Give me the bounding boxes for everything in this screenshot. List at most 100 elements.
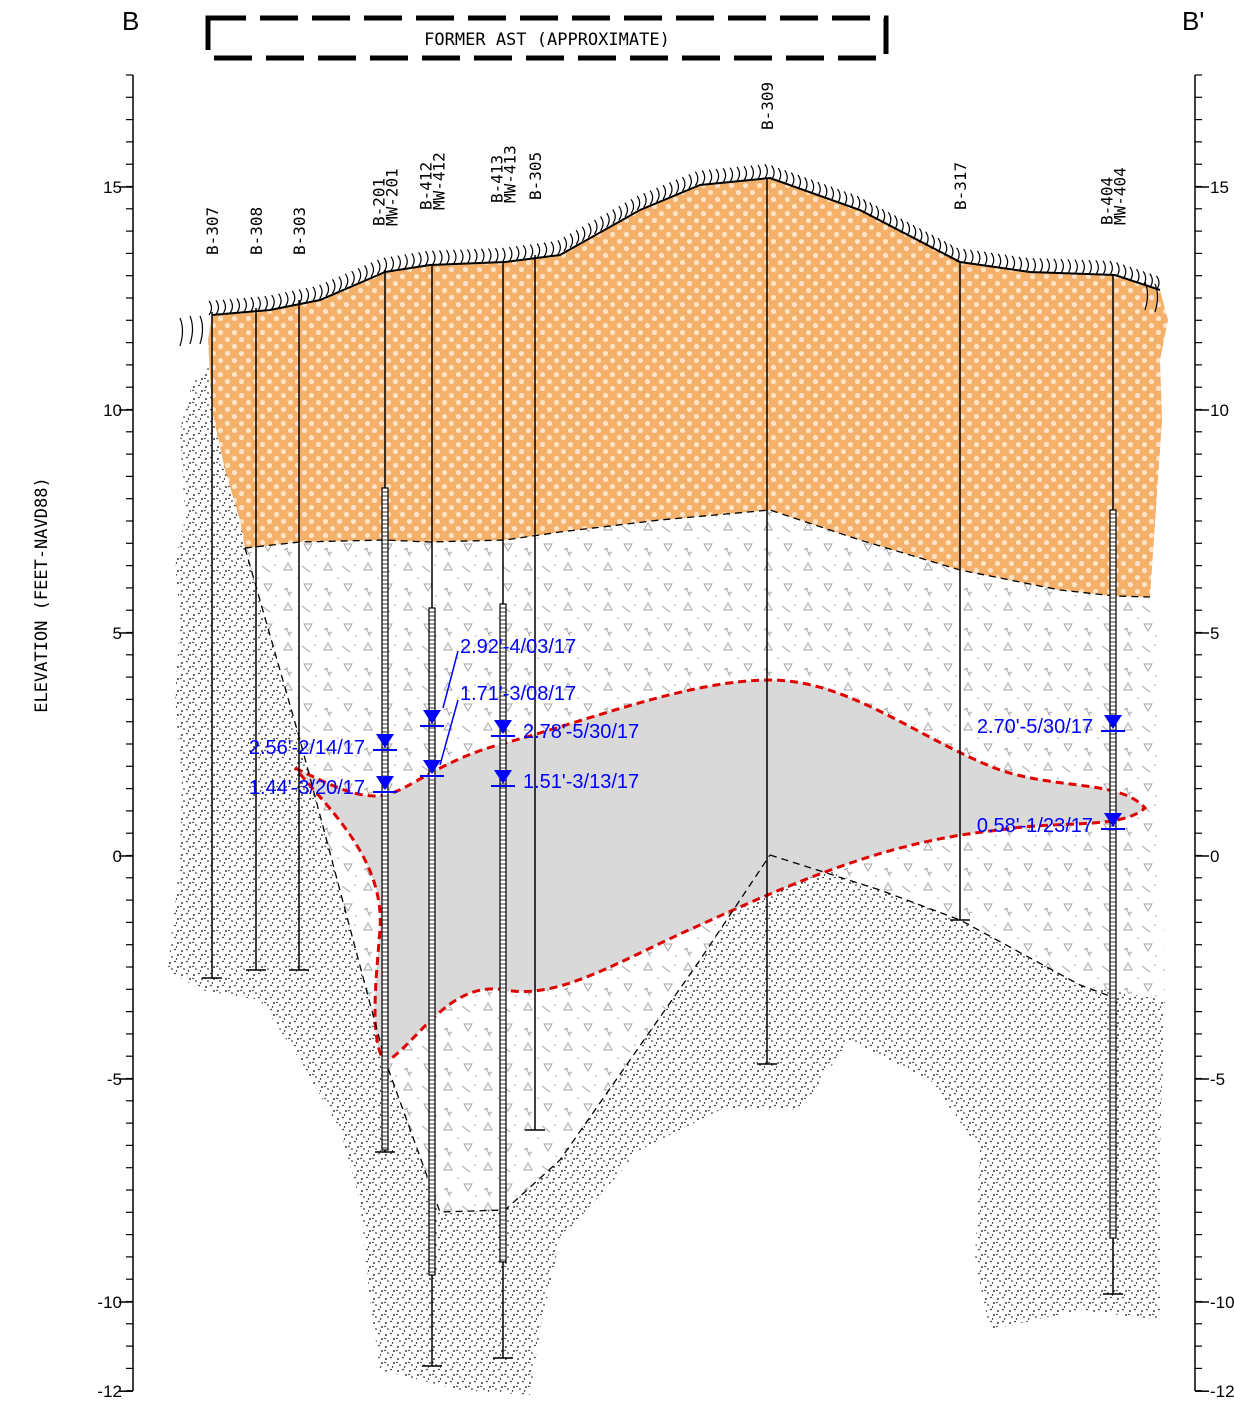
ground-hatch-mark — [912, 224, 917, 240]
ground-hatch-mark — [501, 247, 506, 263]
ground-hatch-mark — [581, 226, 586, 242]
ground-hatch-mark — [777, 167, 782, 183]
ground-hatch-mark — [925, 231, 929, 247]
ground-hatch-mark — [494, 247, 499, 263]
sand-contact-left — [244, 547, 771, 1213]
boring-b-317: B-317 — [950, 162, 970, 921]
ground-hatch-mark — [1025, 257, 1030, 273]
ground-hatch-mark — [1095, 260, 1099, 275]
ground-hatch-mark — [1032, 257, 1036, 273]
ground-hatch-mark — [536, 243, 541, 258]
water-level-1: 1.71'-3/08/17 — [420, 683, 576, 777]
ground-hatch-mark — [1074, 259, 1078, 275]
ground-hatch-mark — [351, 270, 355, 286]
ground-surface-line — [211, 176, 1161, 316]
ground-hatch-mark — [850, 193, 854, 209]
water-level-label: 2.56'-2/14/17 — [249, 737, 365, 759]
ground-hatch-mark — [312, 286, 316, 302]
ground-hatch-mark — [743, 165, 748, 181]
ground-hatch-mark — [784, 169, 788, 185]
ground-hatch-mark — [931, 234, 935, 250]
ground-hatch-mark — [843, 191, 848, 206]
ground-hatch-mark — [862, 199, 867, 214]
ground-hatch-mark — [624, 202, 629, 218]
boring-label: B-317 — [951, 162, 970, 210]
ground-hatch-mark — [445, 249, 450, 265]
ground-hatch-mark — [643, 192, 647, 208]
y-axis-title: ELEVATION (FEET-NAVD88) — [32, 477, 52, 712]
water-level-leader — [439, 699, 459, 766]
well-screen — [499, 603, 507, 1263]
ground-hatch-mark — [338, 276, 342, 291]
ground-hatch-mark — [956, 247, 960, 263]
water-level-label: 1.44'-3/20/17 — [249, 777, 365, 799]
boring-label: B-404 — [1098, 177, 1117, 225]
ground-hatch-mark — [1046, 258, 1050, 274]
fill-orange-layer — [208, 178, 1168, 597]
water-level-label: 0.58'-1/23/17 — [977, 815, 1093, 837]
well-screen — [428, 607, 436, 1276]
ground-hatch-mark — [976, 250, 981, 266]
ground-hatch-mark — [963, 248, 967, 264]
section-end-label: B' — [1182, 6, 1204, 36]
ground-hatch-mark — [1129, 266, 1133, 282]
boring-label: B-307 — [203, 207, 222, 255]
boring-b-303: B-303 — [289, 207, 309, 971]
ground-hatch-mark — [675, 179, 680, 195]
ground-hatch-mark — [1109, 260, 1113, 276]
ground-hatch-mark — [856, 195, 861, 211]
ground-hatch-mark — [515, 245, 520, 261]
ground-hatch-mark — [390, 256, 395, 271]
ground-hatch-mark — [397, 255, 401, 270]
ground-hatch-mark — [943, 241, 948, 256]
ground-hatch-mark — [364, 265, 368, 280]
ground-hatch-mark — [722, 168, 727, 183]
ground-hatch-mark — [790, 172, 795, 188]
ground-hatch-mark — [383, 257, 388, 273]
ground-hatch-mark — [357, 267, 362, 283]
ground-hatch-mark — [869, 202, 873, 217]
ground-hatch-mark — [264, 295, 268, 311]
ground-hatch-mark — [1088, 259, 1092, 275]
water-level-label: 1.71'-3/08/17 — [460, 683, 576, 705]
ground-hatch-mark — [529, 244, 534, 259]
ground-hatch-mark — [804, 176, 808, 192]
water-level-marker-icon — [423, 710, 441, 724]
ground-hatch-mark — [918, 228, 923, 243]
sand-dotted-layer — [168, 340, 1165, 1395]
ground-hatch-mark — [229, 298, 234, 314]
water-level-2: 2.78'-5/30/17 — [491, 720, 639, 743]
water-level-marker-icon — [1104, 813, 1122, 827]
ground-hatch-mark — [708, 169, 713, 185]
ground-hatch-mark — [344, 273, 349, 289]
ground-hatch-mark — [894, 215, 898, 230]
water-level-marker-icon — [1104, 715, 1122, 729]
ground-hatch-mark — [881, 208, 886, 224]
sand-contact-right — [769, 854, 1116, 999]
ground-hatch-mark — [983, 251, 988, 267]
boring-label: MW-404 — [1111, 167, 1130, 225]
ground-hatch-mark — [222, 299, 227, 315]
ground-hatch-mark — [278, 293, 282, 309]
ground-hatch-mark — [404, 254, 408, 269]
ground-hatch-mark — [250, 297, 254, 312]
water-level-5: 1.51'-3/13/17 — [491, 770, 639, 793]
former-ast-box — [205, 15, 889, 61]
ground-hatch-mark — [1018, 256, 1023, 272]
axis-tick-label: 5 — [113, 624, 122, 643]
ground-hatch-mark — [189, 315, 194, 345]
ground-hatch-mark — [969, 249, 974, 265]
ground-hatch-mark — [715, 168, 720, 184]
ground-hatch-mark — [1102, 260, 1106, 276]
ground-hatch-mark — [438, 250, 443, 265]
water-level-label: 2.70'-5/30/17 — [977, 716, 1093, 738]
ground-hatch-mark — [473, 248, 478, 264]
water-level-7: 0.58'-1/23/17 — [977, 813, 1125, 837]
ground-hatch-mark — [750, 165, 755, 180]
ground-hatch-mark — [887, 211, 892, 227]
ground-hatch-mark — [1142, 271, 1147, 286]
boring-label: B-413 — [488, 155, 507, 203]
